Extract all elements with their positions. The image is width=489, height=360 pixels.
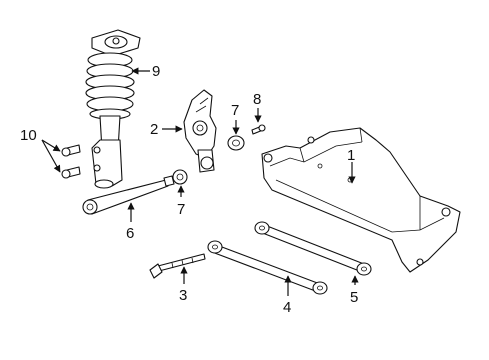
callout-5: 5 bbox=[350, 289, 358, 306]
callout-4: 4 bbox=[283, 299, 291, 316]
callout-8: 8 bbox=[253, 91, 261, 108]
callout-10: 10 bbox=[20, 127, 37, 144]
coil-spring bbox=[85, 52, 135, 112]
bushing-lower bbox=[172, 169, 188, 185]
callout-6: 6 bbox=[126, 225, 134, 242]
leader-10-b bbox=[41, 139, 61, 173]
bolt-upper bbox=[61, 144, 81, 157]
callout-7-lower: 7 bbox=[177, 201, 185, 218]
knuckle bbox=[183, 89, 217, 173]
callout-labels: 9 2 7 8 7 6 1 3 4 5 10 bbox=[20, 63, 358, 316]
leader-lines bbox=[41, 67, 359, 296]
callout-3: 3 bbox=[179, 287, 187, 304]
strut-bolts bbox=[61, 144, 81, 179]
lateral-link-upper bbox=[254, 221, 372, 276]
callout-2: 2 bbox=[150, 121, 158, 138]
long-bolt bbox=[149, 253, 206, 279]
bolt-lower bbox=[61, 166, 81, 179]
callout-1: 1 bbox=[347, 147, 355, 164]
trailing-arm bbox=[82, 175, 175, 215]
crossmember bbox=[261, 127, 461, 273]
bolt-small bbox=[251, 124, 266, 135]
lateral-link-lower bbox=[207, 240, 328, 295]
leader-10-a bbox=[41, 139, 61, 152]
bushing-upper bbox=[227, 135, 245, 151]
strut-spring-assembly bbox=[85, 29, 141, 189]
callout-9: 9 bbox=[152, 63, 160, 80]
callout-7-upper: 7 bbox=[231, 102, 239, 119]
